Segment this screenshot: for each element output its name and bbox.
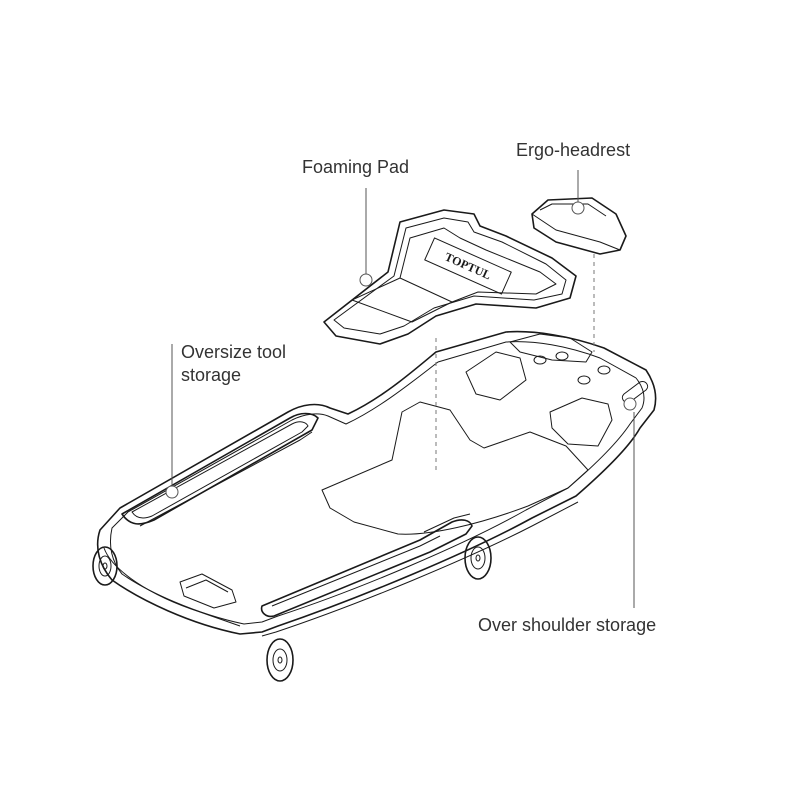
oversize-tool-tray	[121, 412, 319, 527]
label-ergo-headrest: Ergo-headrest	[516, 140, 631, 160]
label-oversize-line2: storage	[181, 365, 242, 385]
label-foaming-pad: Foaming Pad	[302, 157, 410, 177]
ergo-headrest	[531, 197, 627, 255]
wheel-rear-right	[464, 536, 492, 580]
callout-leaders	[165, 170, 637, 608]
wheel-front-right	[266, 638, 294, 682]
creeper-body	[96, 330, 657, 637]
label-over-shoulder-storage: Over shoulder storage	[478, 615, 657, 635]
front-handle	[179, 573, 237, 609]
caster-wheels	[92, 536, 492, 682]
seat-recess	[321, 401, 589, 535]
head-cradle	[465, 333, 649, 447]
label-oversize-tool-storage: Oversize tool storage	[181, 341, 286, 387]
wheel-front-left	[92, 546, 118, 586]
label-oversize-line1: Oversize tool	[181, 342, 287, 362]
over-shoulder-tray	[260, 513, 473, 618]
toptul-logo: TOPTUL	[424, 237, 512, 295]
logo-text: TOPTUL	[443, 250, 494, 283]
